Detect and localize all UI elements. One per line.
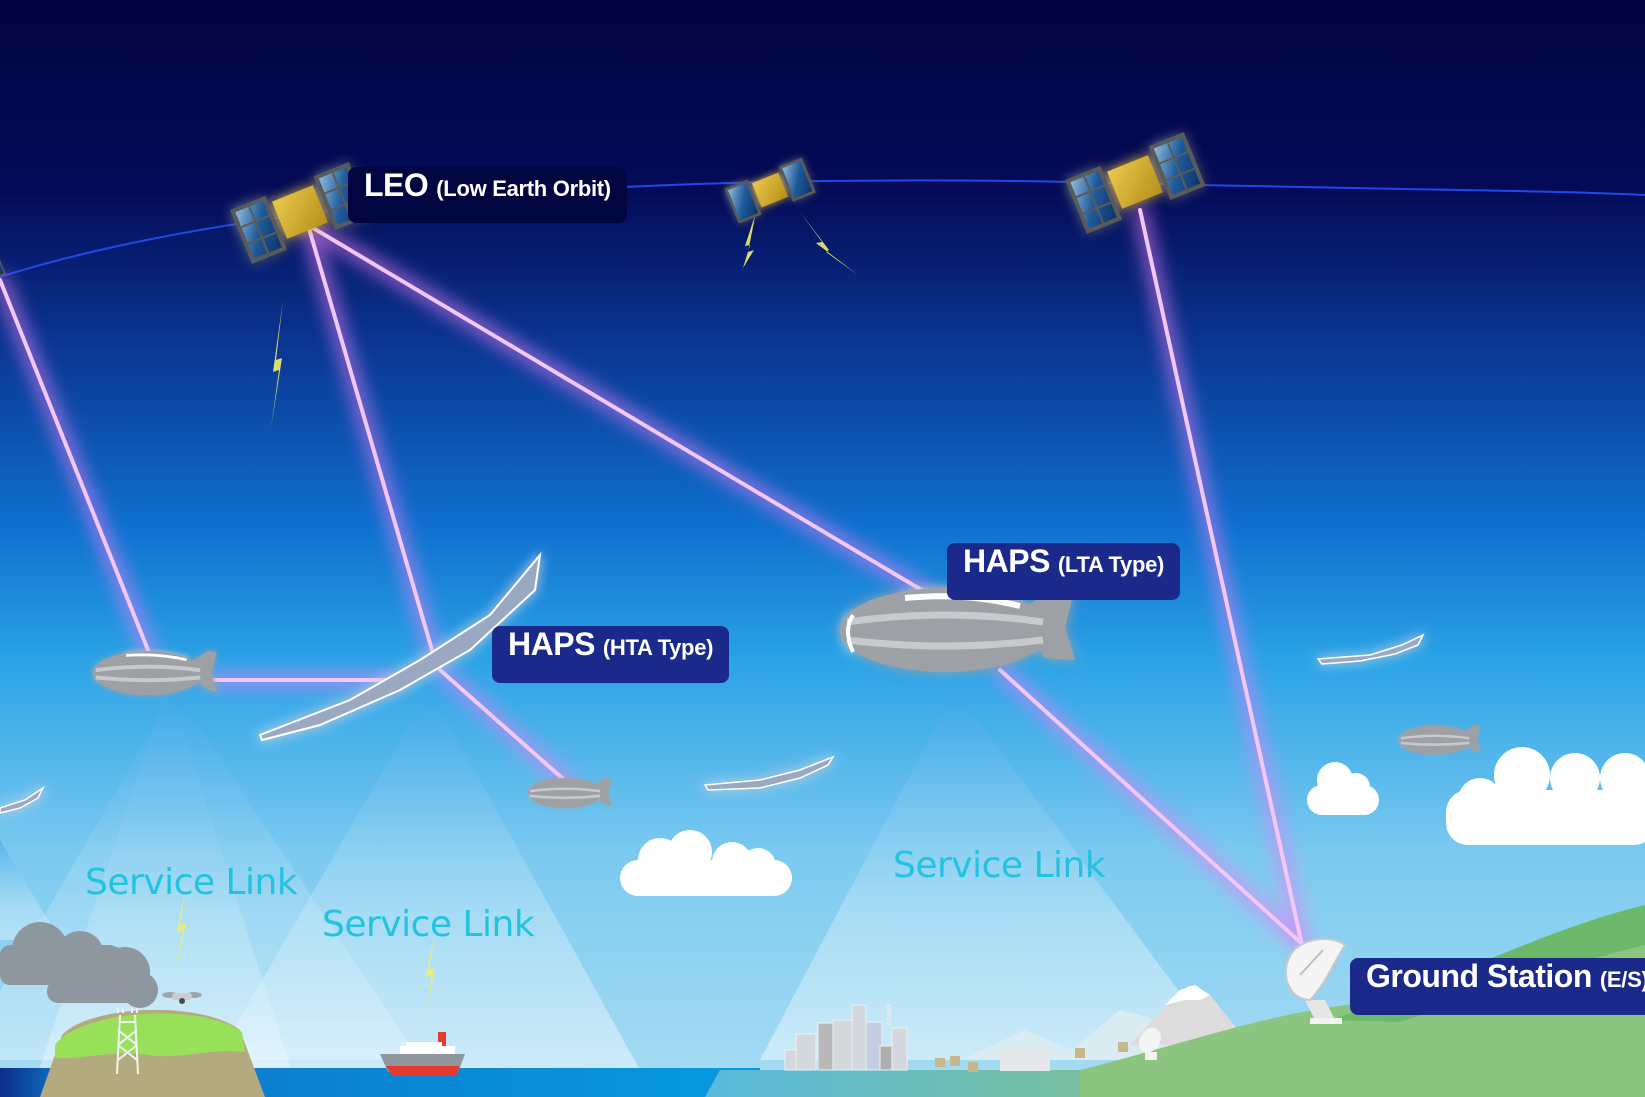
cell-tower-icon: [116, 1008, 139, 1075]
cloud-gray: [0, 922, 158, 1008]
cloud-white: [620, 830, 792, 896]
feeder-link-line: [306, 223, 932, 597]
airship-icon: [840, 588, 1075, 672]
satellite-icon: [1065, 132, 1206, 234]
airship-icon: [528, 778, 612, 808]
small-dish-icon: [1139, 1027, 1161, 1060]
service-link-label: Service Link: [322, 904, 535, 945]
feeder-link-line: [0, 278, 152, 657]
airship-icon: [1399, 725, 1480, 755]
leo-label: LEO (Low Earth Orbit): [348, 167, 627, 223]
service-link-label: Service Link: [893, 845, 1106, 886]
lightning-icon: [271, 300, 283, 428]
solar-aircraft-icon: [258, 551, 542, 742]
feeder-link-line: [1138, 208, 1304, 947]
cloud-white: [1307, 762, 1379, 815]
radio-signals: [175, 212, 858, 1020]
city: [784, 1004, 908, 1071]
feeder-link-line: [438, 668, 572, 787]
lightning-icon: [743, 212, 756, 268]
lightning-icon: [424, 925, 436, 1020]
beam-cone: [760, 690, 1230, 1060]
cloud-white: [1446, 747, 1645, 845]
leo-label-sub: (Low Earth Orbit): [436, 176, 611, 201]
feeder-link-line: [998, 668, 1302, 944]
ground-station-dish-icon: [1284, 937, 1347, 1024]
houses: [935, 1042, 1128, 1072]
leo-label-main: LEO: [364, 167, 429, 203]
solar-aircraft-icon: [1316, 633, 1425, 665]
haps-lta-label-main: HAPS: [963, 543, 1050, 579]
island-grass: [55, 1013, 245, 1059]
haps-hta-label-main: HAPS: [508, 626, 595, 662]
beam-cone: [0, 840, 60, 940]
drone-icon: [162, 992, 202, 1004]
haps-hta-label-sub: (HTA Type): [602, 635, 714, 660]
haps-lta-label: HAPS (LTA Type): [947, 543, 1181, 600]
ground-station-label: Ground Station (E/S): [1350, 958, 1645, 1015]
service-link-label: Service Link: [85, 862, 298, 903]
ground-station-label-sub: (E/S): [1599, 967, 1645, 992]
factory-building: [1000, 1049, 1050, 1071]
beam-cone: [210, 690, 640, 1070]
feeder-links: [0, 204, 1308, 951]
clouds: [0, 747, 1645, 1008]
ship-icon: [380, 1032, 465, 1076]
satellite-icon: [724, 157, 816, 224]
haps-hta-label: HAPS (HTA Type): [492, 626, 730, 683]
lightning-icon: [175, 880, 187, 975]
feeder-link-line: [306, 223, 434, 652]
solar-aircraft-icon: [703, 755, 835, 791]
solar-aircraft-icon: [0, 785, 45, 814]
airship-icon: [93, 651, 217, 695]
haps-lta-label-sub: (LTA Type): [1057, 552, 1165, 577]
ground-station-label-main: Ground Station: [1366, 958, 1592, 994]
